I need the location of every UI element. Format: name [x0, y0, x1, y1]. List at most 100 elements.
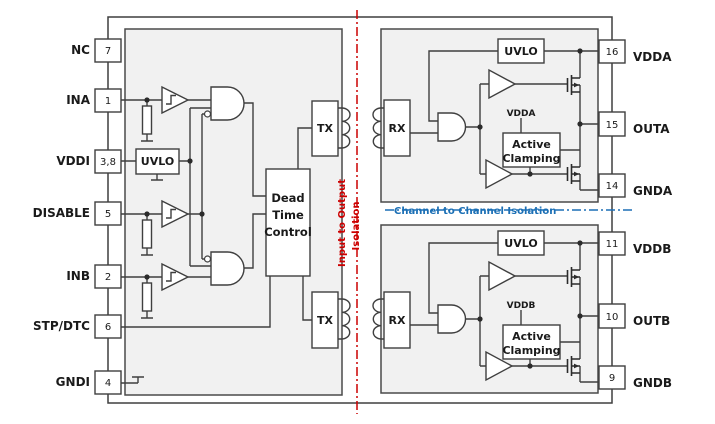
- pin-box-stp-dtc: [94, 314, 122, 339]
- junction-dot: [144, 97, 150, 103]
- rx-b-label: RX: [389, 314, 406, 327]
- junction-dot: [477, 124, 483, 130]
- rx-a-label: RX: [389, 122, 406, 135]
- channel-b-lowside-mosfet-icon: [566, 356, 580, 376]
- junction-dot: [577, 240, 583, 246]
- pin-label-gndi: GNDI: [56, 375, 90, 389]
- pin-box-vddi: [94, 149, 122, 174]
- right-pins: 16 15 14 11 10 9 VDDA OUTA GNDA VDDB OUT…: [598, 39, 673, 390]
- pin-number: 1: [105, 96, 111, 107]
- dead-time-label-3: Control: [264, 225, 312, 239]
- channel-a-lowside-driver-icon: [485, 158, 514, 190]
- channel-b-highside-mosfet-icon: [566, 267, 580, 287]
- pin-number: 6: [105, 322, 111, 333]
- channel-a-input-and-gate-icon: [203, 86, 245, 121]
- channel-b-lowside-driver-icon: [485, 350, 514, 382]
- channel-b-input-and-gate-icon: [203, 251, 245, 286]
- dead-time-label-1: Dead: [271, 191, 304, 205]
- channel-b-vddb-net-label: VDDB: [507, 301, 536, 311]
- junction-dot: [527, 171, 533, 177]
- channel-a-highside-driver-icon: [488, 68, 517, 100]
- channel-b-uvlo-label: UVLO: [504, 237, 537, 250]
- input-uvlo-label: UVLO: [141, 155, 174, 168]
- input-uvlo-box: [135, 148, 180, 175]
- resistor-icon: [141, 219, 153, 249]
- pin-number: 14: [606, 181, 619, 192]
- dead-time-control-box: [265, 168, 311, 277]
- tx-a-box: [311, 100, 339, 157]
- pin-label-vdda: VDDA: [633, 50, 672, 64]
- channel-a-wiring: [410, 48, 599, 191]
- pin-label-vddi: VDDI: [56, 154, 90, 168]
- pin-number: 3,8: [100, 157, 116, 168]
- transformer-a-icon: [338, 107, 384, 149]
- tx-b-box: [311, 291, 339, 349]
- pin-number: 5: [105, 209, 111, 220]
- resistor-icon: [141, 105, 153, 135]
- ina-schmitt-buffer-icon: [161, 85, 190, 115]
- pin-box-vdda: [598, 39, 626, 64]
- input-output-isolation-label-1: Input to Output: [337, 179, 348, 267]
- pin-label-outa: OUTA: [633, 122, 670, 136]
- pin-label-inb: INB: [66, 269, 90, 283]
- channel-a-vdda-net-label: VDDA: [507, 109, 536, 119]
- pin-number: 10: [606, 312, 619, 323]
- tx-a-label: TX: [317, 122, 334, 135]
- junction-dot: [577, 48, 583, 54]
- pin-box-ina: [94, 88, 122, 113]
- resistor-icon: [141, 282, 153, 312]
- pin-label-disable: DISABLE: [33, 206, 90, 220]
- active-clamping-label-1: Active: [512, 330, 551, 343]
- channel-isolation-label: Channel to Channel Isolation: [394, 206, 556, 217]
- pin-number: 16: [606, 47, 619, 58]
- transformer-b-icon: [338, 298, 384, 340]
- channel-b-uvlo-box: [497, 230, 545, 256]
- junction-dot: [527, 363, 533, 369]
- channel-a-lowside-mosfet-icon: [566, 164, 580, 184]
- pin-box-nc: [94, 38, 122, 63]
- pin-box-inb: [94, 264, 122, 289]
- junction-dot: [199, 211, 205, 217]
- dead-time-label-2: Time: [272, 208, 304, 222]
- channel-a-uvlo-box: [497, 38, 545, 64]
- active-clamping-label-2: Clamping: [502, 344, 560, 357]
- input-side-wiring: [121, 97, 312, 384]
- pin-label-nc: NC: [71, 43, 90, 57]
- tx-b-label: TX: [317, 314, 334, 327]
- channel-b-wiring: [410, 240, 599, 383]
- junction-dot: [577, 313, 583, 319]
- pin-number: 11: [606, 239, 619, 250]
- junction-dot: [187, 158, 193, 164]
- pin-box-outb: [598, 303, 626, 329]
- pin-box-gndi: [94, 370, 122, 395]
- pin-number: 2: [105, 272, 111, 283]
- channel-a-active-clamping-box: [502, 132, 561, 168]
- pulldown-resistors: [141, 105, 153, 312]
- rx-b-box: [383, 291, 411, 349]
- pin-box-gnda: [598, 173, 626, 198]
- pin-label-vddb: VDDB: [633, 242, 671, 256]
- pin-box-vddb: [598, 231, 626, 256]
- pin-label-gnda: GNDA: [633, 184, 673, 198]
- pin-label-outb: OUTB: [633, 314, 670, 328]
- pin-number: 7: [105, 46, 111, 57]
- left-pins: 7 1 3,8 5 2 6 4 NC INA VDDI DISABLE INB …: [33, 38, 122, 395]
- pin-number: 9: [609, 373, 615, 384]
- pin-label-ina: INA: [66, 93, 91, 107]
- junction-dot: [144, 274, 150, 280]
- channel-a-and-gate-icon: [437, 112, 467, 142]
- channel-a-uvlo-label: UVLO: [504, 45, 537, 58]
- channel-b-highside-driver-icon: [488, 260, 517, 292]
- inb-schmitt-buffer-icon: [161, 262, 190, 292]
- junction-dot: [577, 121, 583, 127]
- junction-dot: [477, 316, 483, 322]
- pin-number: 4: [105, 378, 111, 389]
- rx-a-box: [383, 99, 411, 157]
- pin-box-gndb: [598, 365, 626, 390]
- pin-box-disable: [94, 201, 122, 226]
- channel-b-and-gate-icon: [437, 304, 467, 334]
- junction-dot: [144, 211, 150, 217]
- disable-schmitt-buffer-icon: [161, 199, 190, 229]
